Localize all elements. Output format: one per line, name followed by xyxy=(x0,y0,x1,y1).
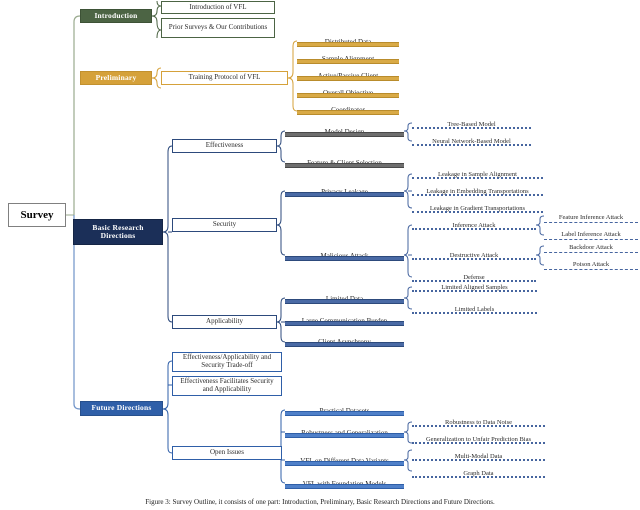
branch-introduction[interactable]: Introduction xyxy=(80,9,152,23)
node-label: Client Asynchrony xyxy=(318,338,371,346)
node-leakage-in-sample-alignment[interactable]: Leakage in Sample Alignment xyxy=(412,167,543,179)
node-label: Tree-Based Model xyxy=(447,121,496,128)
node-multi-modal-data[interactable]: Multi-Modal Data xyxy=(412,449,545,461)
node-label: Sample Alignment xyxy=(321,55,375,63)
node-inference-attack[interactable]: Inference Attack xyxy=(412,218,536,230)
node-label: Graph Data xyxy=(463,470,494,477)
node-label: Effectiveness Facilitates Security and A… xyxy=(180,377,274,393)
node-prior-surveys[interactable]: Prior Surveys & Our Contributions xyxy=(161,18,275,38)
node-label-inference-attack[interactable]: Label Inference Attack xyxy=(544,229,638,240)
node-label: Limited Aligned Samples xyxy=(441,284,508,291)
node-label: Leakage in Embedding Transportations xyxy=(426,188,529,195)
branch-basic-research-label: Basic Research Directions xyxy=(92,222,144,240)
node-label: Applicability xyxy=(206,317,243,326)
branch-preliminary-label: Preliminary xyxy=(95,72,137,82)
branch-future-directions[interactable]: Future Directions xyxy=(80,401,163,416)
node-limited-data[interactable]: Limited Data xyxy=(285,291,404,304)
figure-caption: Figure 3: Survey Outline, it consists of… xyxy=(145,498,495,506)
node-vfl-foundation-models[interactable]: VFL with Foundation Models xyxy=(285,476,404,489)
node-model-design[interactable]: Model Design xyxy=(285,124,404,137)
node-label: Poison Attack xyxy=(572,260,610,268)
node-active-passive-client[interactable]: Active/Passive Client xyxy=(297,68,399,81)
node-label: VFL with Foundation Models xyxy=(302,480,387,488)
node-label: Leakage in Sample Alignment xyxy=(438,171,517,178)
branch-basic-research-directions[interactable]: Basic Research Directions xyxy=(73,219,163,245)
node-label: VFL on Different Data Variants xyxy=(300,457,389,465)
node-label: Backdoor Attack xyxy=(569,243,613,251)
node-label: Active/Passive Client xyxy=(317,72,379,80)
node-poison-attack[interactable]: Poison Attack xyxy=(544,259,638,270)
node-introduction-of-vfl[interactable]: Introduction of VFL xyxy=(161,1,275,14)
node-label: Distributed Data xyxy=(324,38,372,46)
node-leakage-in-gradient-transportations[interactable]: Leakage in Gradient Transportations xyxy=(412,201,543,213)
node-label: Malicious Attack xyxy=(320,252,369,260)
node-neural-network-based-model[interactable]: Neural Network-Based Model xyxy=(412,134,531,146)
node-label: Effectiveness/Applicability and Security… xyxy=(182,353,272,369)
node-graph-data[interactable]: Graph Data xyxy=(412,466,545,478)
node-malicious-attack[interactable]: Malicious Attack xyxy=(285,248,404,261)
node-label: Security xyxy=(212,220,237,229)
node-label: Practical Datasets xyxy=(319,407,370,415)
node-label: Destructive Attack xyxy=(449,252,499,259)
node-effectiveness-facilitates[interactable]: Effectiveness Facilitates Security and A… xyxy=(172,376,282,396)
node-limited-aligned-samples[interactable]: Limited Aligned Samples xyxy=(412,280,537,292)
node-applicability[interactable]: Applicability xyxy=(172,315,277,329)
node-label: Training Protocol of VFL xyxy=(188,73,261,82)
node-label: Multi-Modal Data xyxy=(454,453,503,460)
node-label: Coordinator xyxy=(331,106,365,114)
node-security[interactable]: Security xyxy=(172,218,277,232)
branch-future-label: Future Directions xyxy=(91,403,152,413)
node-robustness-to-data-noise[interactable]: Robustness to Data Noise xyxy=(412,415,545,427)
node-leakage-in-embedding-transportations[interactable]: Leakage in Embedding Transportations xyxy=(412,184,543,196)
node-label: Open Issues xyxy=(209,448,245,457)
node-feature-inference-attack[interactable]: Feature Inference Attack xyxy=(544,212,638,223)
node-label: Feature & Client Selection xyxy=(307,159,382,167)
node-label: Label Inference Attack xyxy=(561,230,621,238)
node-label: Generalization to Unfair Prediction Bias xyxy=(425,436,532,443)
root-label: Survey xyxy=(20,208,54,221)
node-client-asynchrony[interactable]: Client Asynchrony xyxy=(285,334,404,347)
node-distributed-data[interactable]: Distributed Data xyxy=(297,34,399,47)
node-training-protocol-of-vfl[interactable]: Training Protocol of VFL xyxy=(161,71,288,85)
node-feature-client-selection[interactable]: Feature & Client Selection xyxy=(285,155,404,168)
node-label: Neural Network-Based Model xyxy=(432,138,511,145)
node-generalization-unfair-bias[interactable]: Generalization to Unfair Prediction Bias xyxy=(412,432,545,444)
root-node-survey[interactable]: Survey xyxy=(8,203,66,227)
node-open-issues[interactable]: Open Issues xyxy=(172,446,282,460)
node-sample-alignment[interactable]: Sample Alignment xyxy=(297,51,399,64)
node-privacy-leakage[interactable]: Privacy Leakage xyxy=(285,184,404,197)
node-label: Large Communication Burden xyxy=(301,317,388,325)
node-coordinator[interactable]: Coordinator xyxy=(297,102,399,115)
node-label: Robustness to Data Noise xyxy=(445,419,512,426)
node-tree-based-model[interactable]: Tree-Based Model xyxy=(412,117,531,129)
node-practical-datasets[interactable]: Practical Datasets xyxy=(285,403,404,416)
node-label: Leakage in Gradient Transportations xyxy=(429,205,526,212)
node-robustness-and-generalization[interactable]: Robustness and Generalization xyxy=(285,425,404,438)
node-label: Model Design xyxy=(324,128,365,136)
node-vfl-data-variants[interactable]: VFL on Different Data Variants xyxy=(285,453,404,466)
node-defense[interactable]: Defense xyxy=(412,270,536,282)
branch-introduction-label: Introduction xyxy=(94,10,138,20)
node-label: Effectiveness xyxy=(205,141,244,150)
node-label: Introduction of VFL xyxy=(189,2,247,11)
node-overall-objective[interactable]: Overall Objective xyxy=(297,85,399,98)
node-backdoor-attack[interactable]: Backdoor Attack xyxy=(544,242,638,253)
node-limited-labels[interactable]: Limited Labels xyxy=(412,302,537,314)
node-label: Privacy Leakage xyxy=(321,188,368,196)
node-destructive-attack[interactable]: Destructive Attack xyxy=(412,248,536,260)
node-label: Inference Attack xyxy=(452,222,496,229)
node-trade-off[interactable]: Effectiveness/Applicability and Security… xyxy=(172,352,282,372)
node-large-communication-burden[interactable]: Large Communication Burden xyxy=(285,313,404,326)
node-label: Overall Objective xyxy=(323,89,373,97)
node-label: Robustness and Generalization xyxy=(301,429,388,437)
node-label: Limited Labels xyxy=(454,306,495,313)
node-label: Limited Data xyxy=(325,295,364,303)
node-effectiveness[interactable]: Effectiveness xyxy=(172,139,277,153)
node-label: Prior Surveys & Our Contributions xyxy=(168,23,268,32)
branch-preliminary[interactable]: Preliminary xyxy=(80,71,152,85)
node-label: Feature Inference Attack xyxy=(558,213,624,221)
